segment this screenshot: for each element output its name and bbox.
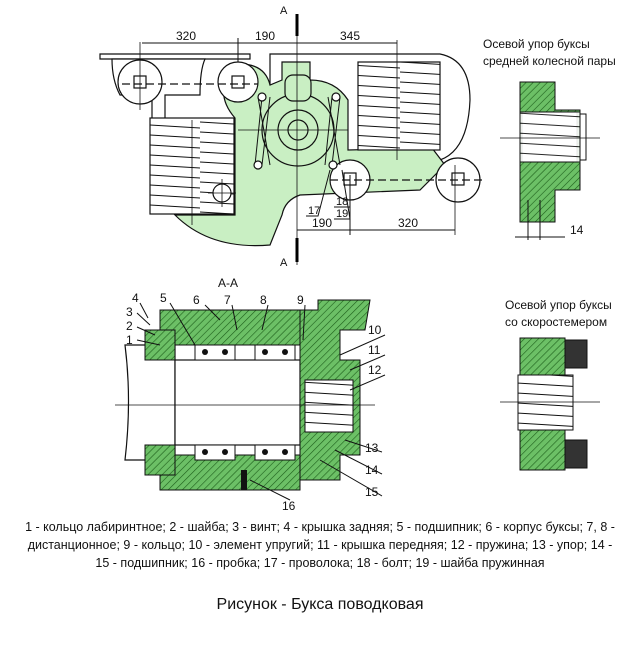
figure-title: Рисунок - Букса поводковая — [216, 596, 424, 613]
callout-9: 9 — [297, 293, 304, 307]
callout-2: 2 — [126, 319, 133, 333]
axle — [124, 344, 176, 461]
pin-2 — [231, 75, 245, 89]
callout-11: 11 — [368, 343, 381, 357]
dim-320-top: 320 — [176, 29, 196, 43]
right-pin — [451, 172, 465, 186]
detail-speedometer-axle-stop: Осевой упор буксы со скоростемером — [500, 298, 612, 471]
top-view: А А 320 190 345 190 320 17 18 19 — [99, 5, 485, 269]
callout-17: 17 — [308, 205, 320, 217]
callout-15: 15 — [365, 485, 379, 499]
dim-345: 345 — [340, 29, 360, 43]
callout-10: 10 — [368, 323, 382, 337]
right-spring — [357, 61, 441, 151]
callout-4: 4 — [132, 291, 139, 305]
detail-middle-title-2: средней колесной пары — [483, 54, 616, 68]
callout-12: 12 — [368, 363, 382, 377]
detail-speedometer-title-2: со скоростемером — [505, 315, 607, 329]
rear-cover — [144, 329, 176, 476]
section-title: А-А — [218, 276, 238, 290]
callout-8: 8 — [260, 293, 267, 307]
detail-middle-title-1: Осевой упор буксы — [483, 37, 590, 51]
legend-line-3: 15 - подшипник; 16 - пробка; 17 - провол… — [95, 556, 545, 570]
dim-190-top: 190 — [255, 29, 275, 43]
axle-journal — [174, 359, 301, 446]
callout-16: 16 — [282, 499, 296, 513]
wire-lock — [254, 96, 341, 166]
callout-3: 3 — [126, 305, 133, 319]
dim-320-bottom: 320 — [398, 216, 418, 230]
legend-line-2: дистанционное; 9 - кольцо; 10 - элемент … — [27, 538, 613, 552]
callout-18: 18 — [336, 196, 348, 208]
section-mark-top: А — [280, 5, 288, 17]
top-boss — [284, 74, 312, 102]
callout-7: 7 — [224, 293, 231, 307]
legend-line-1: 1 - кольцо лабиринтное; 2 - шайба; 3 - в… — [25, 520, 615, 534]
callout-1: 1 — [126, 333, 133, 347]
section-view-a-a: А-А 1 2 3 4 5 6 7 8 9 10 11 12 13 14 15 — [115, 276, 386, 513]
dim-190-bottom: 190 — [312, 216, 332, 230]
callout-6: 6 — [193, 293, 200, 307]
callout-5: 5 — [160, 291, 167, 305]
detail-middle-axle-stop: Осевой упор буксы средней колесной пары … — [483, 37, 616, 240]
callout-14: 14 — [365, 463, 379, 477]
detail-speedometer-title-1: Осевой упор буксы — [505, 298, 612, 312]
section-mark-bottom: А — [280, 257, 288, 269]
callout-13: 13 — [365, 441, 379, 455]
plug-16 — [241, 470, 247, 490]
spring-12 — [304, 379, 354, 433]
dim-14: 14 — [570, 223, 584, 237]
callout-19: 19 — [336, 208, 348, 220]
